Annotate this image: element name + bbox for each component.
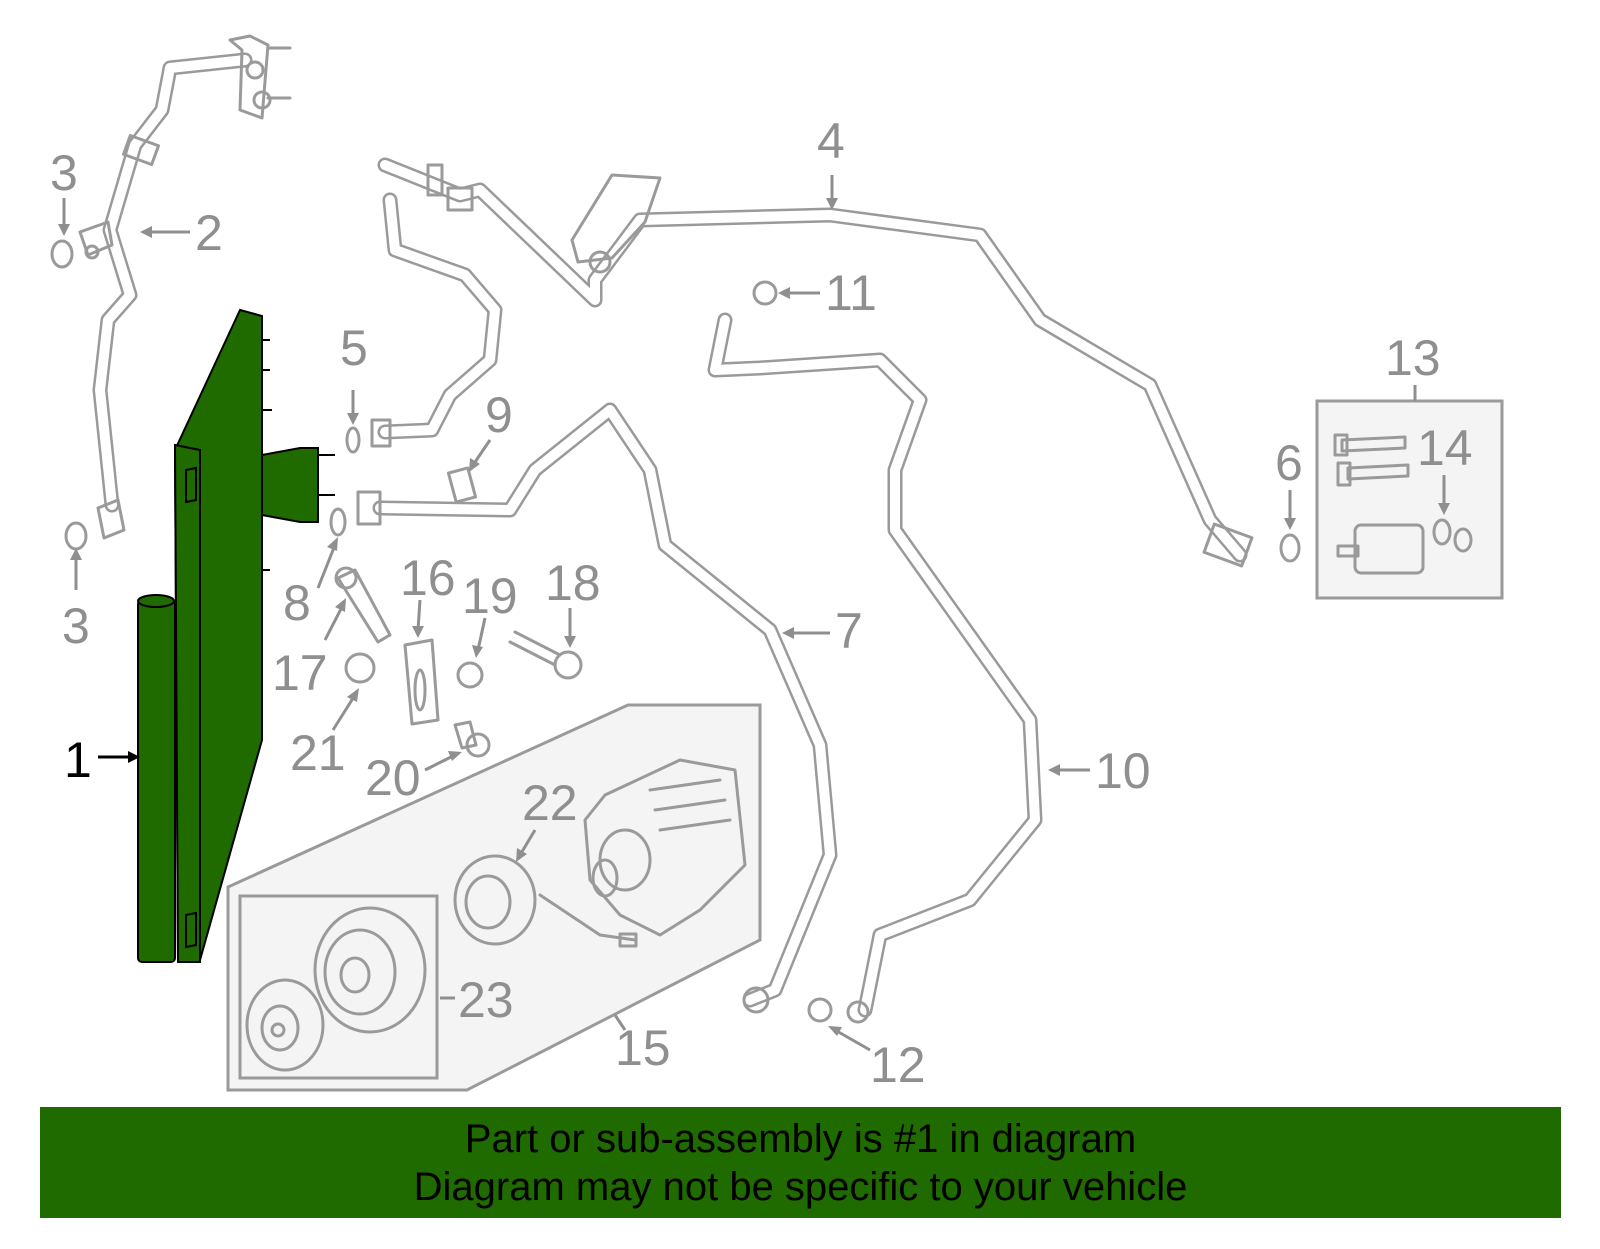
- kit-box-13: [1315, 399, 1504, 600]
- condenser-part-1[interactable]: [137, 308, 335, 963]
- part-4-tube[interactable]: [370, 157, 1254, 568]
- part-7-tube[interactable]: [356, 402, 838, 1014]
- callout-16: 16: [400, 550, 456, 606]
- callout-20: 20: [365, 750, 421, 806]
- callout-1: 1: [64, 732, 92, 788]
- callout-11: 11: [825, 265, 877, 321]
- callout-2: 2: [195, 205, 223, 261]
- compressor-box-15: [226, 703, 762, 1092]
- callout-17: 17: [272, 645, 328, 701]
- banner-line-1: Part or sub-assembly is #1 in diagram: [464, 1116, 1137, 1161]
- callout-15: 15: [615, 1020, 671, 1076]
- notice-banner: Part or sub-assembly is #1 in diagram Di…: [40, 1107, 1561, 1218]
- callout-13: 13: [1385, 330, 1441, 386]
- callout-7: 7: [835, 603, 863, 659]
- callout-labels: 1 2 3 3 4 5 6 7 8 9 10 11 12 13 14 15 16…: [50, 113, 1473, 1093]
- callout-22: 22: [522, 775, 578, 831]
- callout-14: 14: [1417, 420, 1473, 476]
- callout-3-bottom: 3: [62, 598, 90, 654]
- callout-5: 5: [340, 320, 368, 376]
- callout-10: 10: [1095, 743, 1151, 799]
- callout-21: 21: [290, 725, 346, 781]
- callout-18: 18: [545, 555, 601, 611]
- part-10-tube[interactable]: [707, 312, 1043, 1024]
- callout-6: 6: [1275, 435, 1303, 491]
- callout-12: 12: [870, 1037, 926, 1093]
- callout-3-top: 3: [50, 145, 78, 201]
- callout-8: 8: [283, 575, 311, 631]
- fasteners: [334, 466, 583, 758]
- callout-23: 23: [458, 972, 514, 1028]
- part-2-tube[interactable]: [78, 34, 292, 540]
- callout-4: 4: [817, 113, 845, 169]
- callout-9: 9: [485, 387, 513, 443]
- banner-line-2: Diagram may not be specific to your vehi…: [413, 1164, 1188, 1209]
- callout-arrows: [58, 175, 1450, 1052]
- callout-19: 19: [462, 568, 518, 624]
